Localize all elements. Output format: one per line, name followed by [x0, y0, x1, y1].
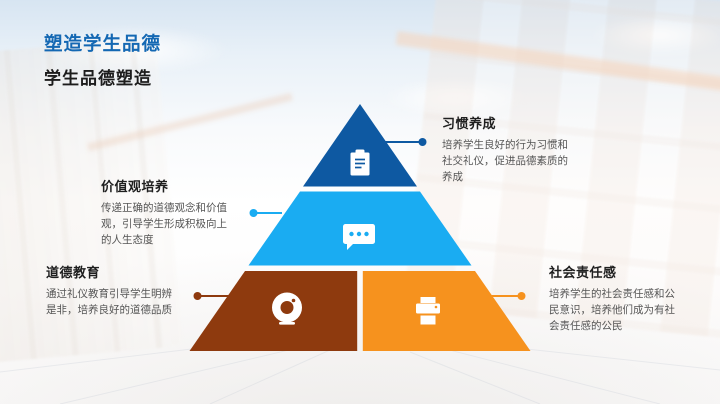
- callout-habit-description: 培养学生良好的行为习惯和社交礼仪，促进品德素质的养成: [442, 139, 568, 183]
- printer-icon: [416, 297, 440, 325]
- callout-moral: 道德教育 通过礼仪教育引导学生明辨是非，培养良好的道德品质: [46, 262, 180, 318]
- callout-social-title: 社会责任感: [549, 265, 617, 280]
- callout-social: 社会责任感 培养学生的社会责任感和公民意识，培养他们成为有社会责任感的公民: [549, 262, 683, 334]
- webcam-icon: [272, 292, 302, 325]
- callout-values: 价值观培养 传递正确的道德观念和价值观，引导学生形成积极向上的人生态度: [101, 176, 235, 248]
- clipboard-icon: [350, 149, 370, 176]
- callout-social-description: 培养学生的社会责任感和公民意识，培养他们成为有社会责任感的公民: [549, 288, 675, 332]
- callout-moral-title: 道德教育: [46, 265, 101, 280]
- pyramid-tier-top: [303, 104, 417, 187]
- pyramid-tier-bottom-right: [362, 271, 531, 351]
- page-title: 塑造学生品德: [44, 33, 162, 54]
- callout-habit: 习惯养成 培养学生良好的行为习惯和社交礼仪，促进品德素质的养成: [442, 113, 576, 185]
- callout-moral-description: 通过礼仪教育引导学生明辨是非，培养良好的道德品质: [46, 288, 172, 316]
- ground-lines: [0, 341, 720, 404]
- connector-habit: [384, 138, 427, 146]
- callout-values-title: 价值观培养: [101, 179, 169, 194]
- connector-moral: [193, 292, 237, 300]
- connector-values: [249, 209, 282, 217]
- chat-bubble-icon: [343, 224, 375, 250]
- connector-social: [486, 292, 526, 300]
- callout-habit-title: 习惯养成: [442, 116, 497, 131]
- callout-values-description: 传递正确的道德观念和价值观，引导学生形成积极向上的人生态度: [101, 202, 227, 246]
- page-subtitle: 学生品德塑造: [44, 69, 152, 88]
